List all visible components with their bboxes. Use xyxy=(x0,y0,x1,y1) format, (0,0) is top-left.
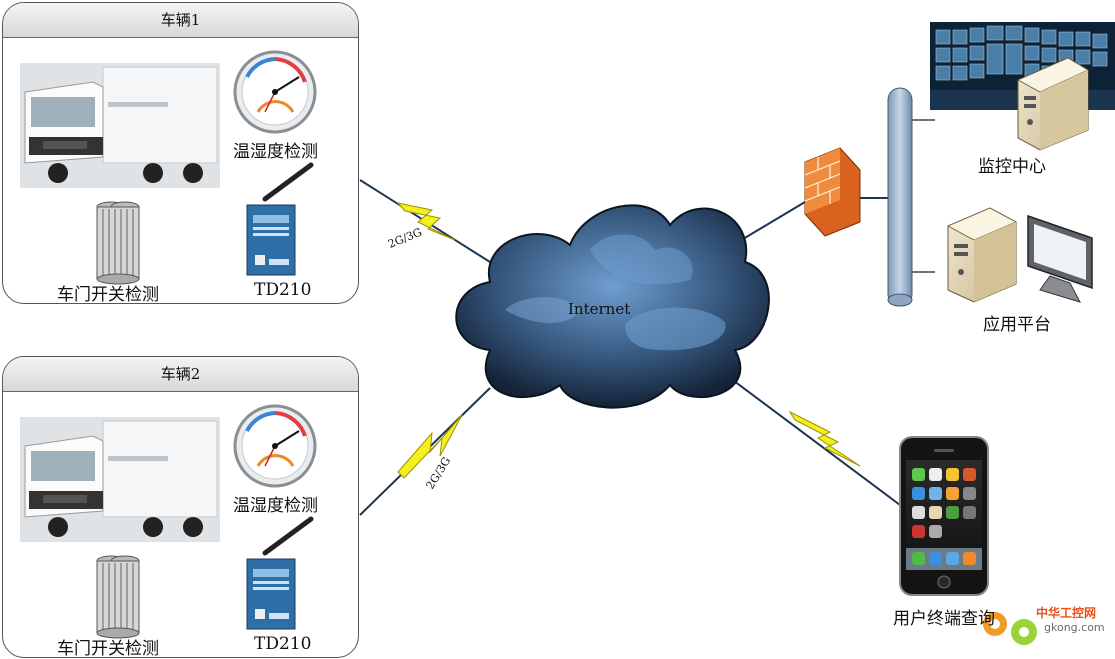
platform-server-icon xyxy=(947,207,1017,303)
link-label-vehicle-2: 2G/3G xyxy=(424,455,454,492)
vehicle-1-temp-label: 温湿度检测 xyxy=(233,142,318,162)
lightning-bolt-1 xyxy=(396,202,456,241)
app-platform-label: 应用平台 xyxy=(983,315,1051,335)
vehicle-panel-2: 车辆2 xyxy=(2,356,359,658)
watermark-gear-icon xyxy=(983,612,1037,645)
td210-device-icon xyxy=(246,162,314,276)
watermark-cn-text: 中华工控网 xyxy=(1036,606,1097,620)
monitor-center-label: 监控中心 xyxy=(978,157,1046,177)
network-bus-pipe-icon xyxy=(887,87,913,307)
server-tower-icon xyxy=(1017,57,1089,151)
vehicle-2-device-label: TD210 xyxy=(254,634,312,654)
vehicle-2-temp-label: 温湿度检测 xyxy=(233,496,318,516)
truck-icon xyxy=(20,417,220,542)
bus-branches xyxy=(912,119,935,273)
vehicle-title-2: 车辆2 xyxy=(3,357,358,392)
vehicle-2-door-label: 车门开关检测 xyxy=(57,639,159,659)
door-sensor-icon xyxy=(96,201,140,285)
lightning-bolt-3 xyxy=(788,410,861,467)
lightning-bolt-2 xyxy=(397,414,463,479)
firewall-icon xyxy=(804,147,861,237)
vehicle-1-device-label: TD210 xyxy=(254,280,312,300)
user-terminal-label: 用户终端查询 xyxy=(893,609,995,629)
platform-monitor-icon xyxy=(1027,214,1093,303)
smartphone-icon xyxy=(899,436,989,596)
truck-icon xyxy=(20,63,220,188)
td210-device-icon xyxy=(246,516,314,630)
link-label-vehicle-1: 2G/3G xyxy=(386,226,424,251)
vehicle-panel-1: 车辆1 xyxy=(2,2,359,304)
thermo-hygrometer-icon xyxy=(233,404,317,488)
internet-cloud-icon xyxy=(455,204,770,409)
door-sensor-icon xyxy=(96,555,140,639)
vehicle-title-1: 车辆1 xyxy=(3,3,358,38)
watermark-url-text: gkong.com xyxy=(1044,621,1105,634)
thermo-hygrometer-icon xyxy=(233,50,317,134)
cloud-label: Internet xyxy=(568,300,630,318)
vehicle-1-door-label: 车门开关检测 xyxy=(57,285,159,305)
